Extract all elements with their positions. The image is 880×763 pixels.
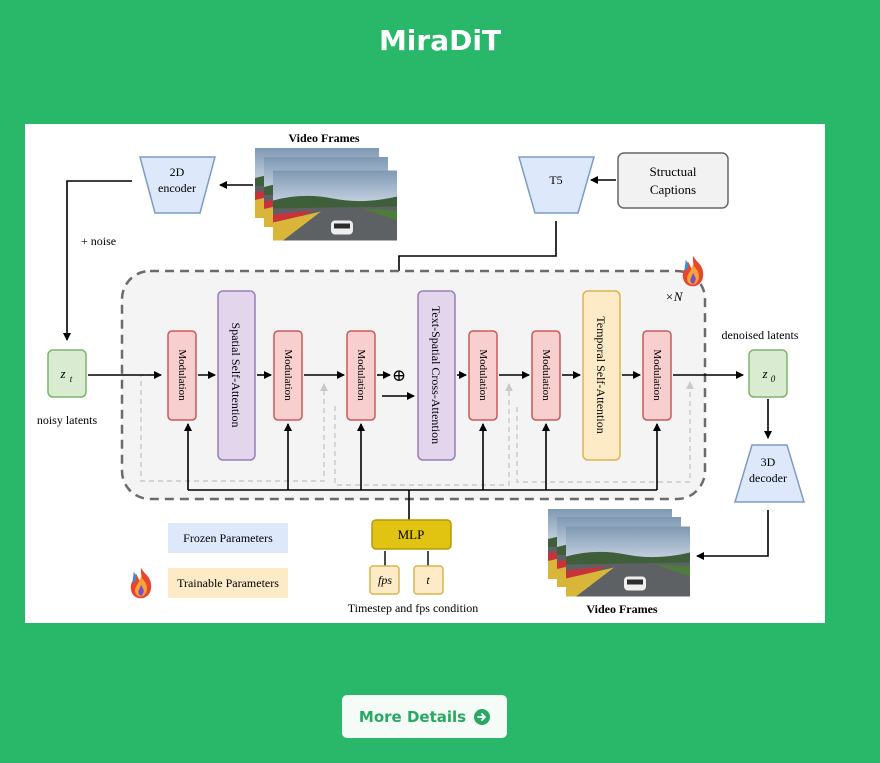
- decoder-to-frames-arrow: [696, 510, 769, 560]
- zt-label: z: [59, 366, 65, 381]
- zt-latent-box: [47, 349, 87, 398]
- modulation-label: Modulation: [477, 349, 489, 401]
- encoder-to-zt-arrow: [63, 180, 132, 341]
- main-flow-arrows: [88, 371, 744, 400]
- plus-noise-label: + noise: [81, 234, 116, 248]
- modulation-block-4: Modulation: [468, 330, 498, 421]
- spatial-self-attention-block: Spatial Self-Attention: [217, 290, 256, 461]
- video-frames-top-label: Video Frames: [288, 131, 360, 145]
- t5-label: T5: [549, 173, 562, 187]
- text-spatial-cross-attention-block: Text-Spatial Cross-Attention: [417, 290, 456, 461]
- t-label: t: [426, 573, 430, 587]
- modulation-label: Modulation: [651, 349, 663, 401]
- modulation-block-6: Modulation: [642, 330, 672, 421]
- encoder-label-line2: encoder: [158, 181, 196, 195]
- legend-frozen-label: Frozen Parameters: [183, 531, 273, 545]
- video-frames-top: [255, 148, 397, 241]
- encoder-2d-shape: [139, 156, 216, 214]
- zt-subscript: t: [70, 374, 73, 384]
- cross-attention-label: Text-Spatial Cross-Attention: [429, 306, 443, 444]
- arrow-circle-right-icon: [474, 708, 491, 725]
- fps-label: fps: [378, 573, 392, 587]
- timestep-input-box: [413, 565, 444, 595]
- transformer-block: [120, 269, 707, 501]
- modulation-label: Modulation: [540, 349, 552, 401]
- spatial-attention-label: Spatial Self-Attention: [229, 323, 243, 428]
- captions-line2: Captions: [650, 182, 696, 197]
- encoder-label-line1: 2D: [170, 165, 185, 179]
- video-frames-bottom-label: Video Frames: [586, 602, 658, 616]
- modulation-block-5: Modulation: [531, 330, 561, 421]
- decoder-label-line2: decoder: [749, 471, 787, 485]
- modulation-label: Modulation: [282, 349, 294, 401]
- condition-caption: Timestep and fps condition: [348, 601, 479, 615]
- condition-arrows: [184, 423, 661, 520]
- modulation-block-3: Modulation: [346, 330, 376, 421]
- modulation-block-2: Modulation: [273, 330, 303, 421]
- noisy-latents-label: noisy latents: [37, 413, 98, 427]
- temporal-self-attention-block: Temporal Self-Attention: [582, 290, 621, 461]
- structural-captions-box: [617, 152, 729, 209]
- z0-label: z: [761, 366, 767, 381]
- more-details-label: More Details: [358, 707, 467, 726]
- modulation-label: Modulation: [355, 349, 367, 401]
- sum-symbol: ⊕: [392, 366, 406, 385]
- decoder-3d-shape: [733, 444, 806, 503]
- captions-line1: Structual: [650, 164, 697, 179]
- fps-input-box: [369, 565, 400, 595]
- modulation-label: Modulation: [176, 349, 188, 401]
- t5-encoder-shape: [518, 156, 595, 214]
- decoder-label-line1: 3D: [761, 455, 776, 469]
- video-frames-bottom: [548, 509, 690, 597]
- temporal-attention-label: Temporal Self-Attention: [594, 316, 608, 433]
- mlp-box: [371, 519, 452, 550]
- z0-subscript: 0: [771, 374, 776, 384]
- more-details-button[interactable]: More Details: [342, 695, 507, 738]
- legend-frozen-swatch: [168, 523, 288, 553]
- legend-flame-icon: [130, 567, 152, 599]
- mlp-label: MLP: [398, 527, 425, 542]
- z0-latent-box: [748, 349, 788, 398]
- modulation-block-1: Modulation: [167, 330, 197, 421]
- flame-icon: [682, 255, 704, 287]
- legend-trainable-swatch: [168, 568, 288, 598]
- times-n-label: ×N: [665, 289, 684, 304]
- page-title: MiraDiT: [378, 24, 502, 57]
- residual-connections: [140, 374, 694, 486]
- architecture-diagram: Video Frames 2D encoder + noise T5 Struc…: [25, 124, 825, 623]
- denoised-latents-label: denoised latents: [722, 328, 799, 342]
- legend-trainable-label: Trainable Parameters: [177, 576, 279, 590]
